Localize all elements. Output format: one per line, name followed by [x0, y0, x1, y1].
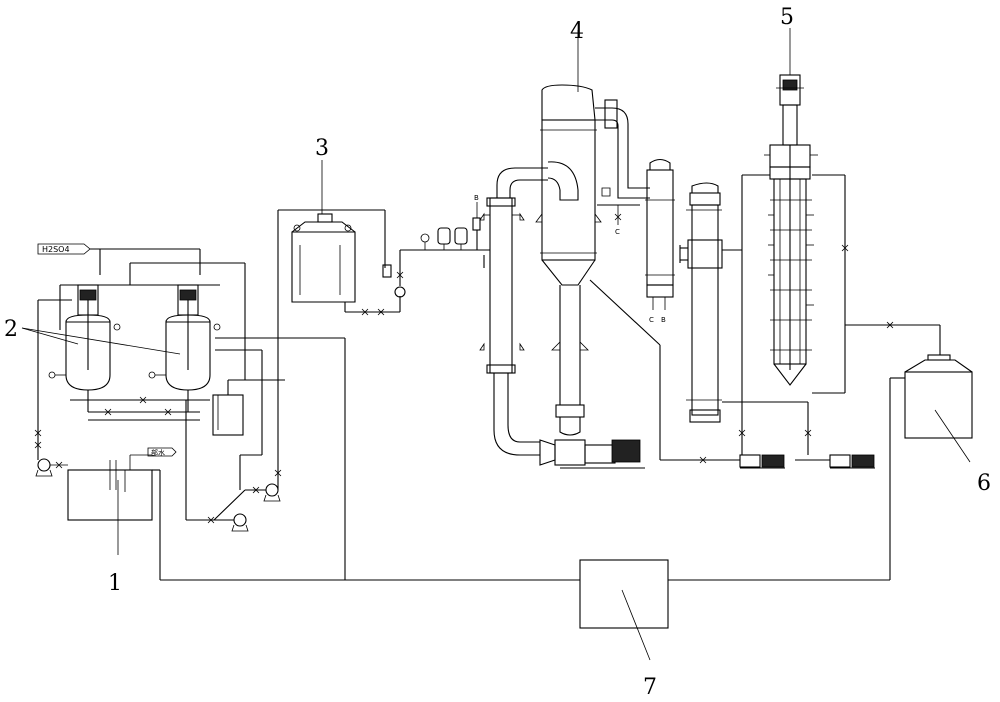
label-7: 7 [643, 675, 657, 700]
tank-1 [67, 454, 153, 521]
cooler-column [679, 182, 723, 423]
tag-b-bottom: B [661, 316, 666, 324]
small-tank [212, 379, 285, 436]
condenser-column: C B [645, 158, 675, 324]
tag-c-mid: C [615, 228, 620, 236]
label-1: 1 [108, 571, 122, 596]
water-inlet-tag: 部水 [147, 447, 177, 457]
reactor-2b [148, 284, 221, 391]
tank-3 [291, 213, 356, 303]
pump-mid-lower [185, 400, 249, 532]
h2so4-tag-text: H2SO4 [42, 245, 70, 254]
pump-right-5 [829, 454, 875, 469]
tag-c-bottom: C [649, 316, 654, 324]
heater-column [479, 197, 525, 374]
circulation-pump [539, 404, 645, 469]
unit-7 [579, 559, 669, 629]
reactor-2a [48, 284, 121, 391]
h2so4-tag: H2SO4 [37, 243, 91, 255]
pump-mid-upper [245, 210, 282, 502]
tank-6 [904, 354, 973, 439]
separator-4 [535, 84, 602, 405]
label-2: 2 [4, 317, 18, 342]
label-4: 4 [570, 19, 584, 44]
water-tag-text: 部水 [151, 448, 165, 457]
label-5: 5 [780, 5, 794, 30]
pump-tank1 [35, 458, 68, 477]
pump-left-5 [739, 454, 785, 469]
label-3: 3 [315, 136, 329, 161]
tag-b-top: B [474, 194, 479, 202]
label-6: 6 [977, 471, 991, 496]
crystallizer-5 [764, 74, 818, 386]
